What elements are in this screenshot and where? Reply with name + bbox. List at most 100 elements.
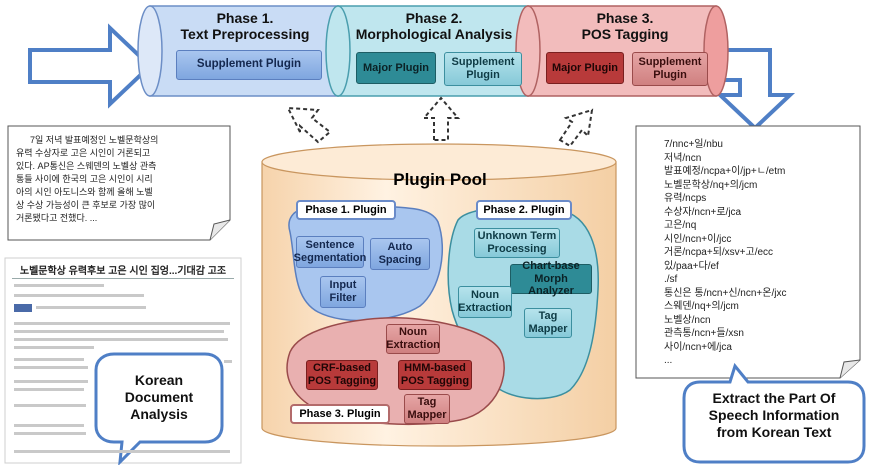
- phase1-title: Phase 1. Text Preprocessing: [160, 10, 330, 42]
- phase1-supplement-label: Supplement Plugin: [196, 58, 302, 71]
- like-button[interactable]: [14, 304, 32, 312]
- korean-document-analysis-callout: Korean Document Analysis: [100, 372, 218, 422]
- chart-base-line2: Morph Analyzer: [528, 272, 574, 298]
- phase1-supplement-plugin[interactable]: Supplement Plugin: [176, 50, 322, 80]
- pos-line: 발표예정/ncpa+이/jp+ㄴ/etm: [664, 166, 786, 177]
- news-text-line: [14, 294, 144, 297]
- pos-line: ...: [664, 355, 673, 366]
- phase3-noun-line1: Noun: [398, 326, 428, 339]
- callout-right-line1: Extract the Part Of: [712, 390, 836, 406]
- callout-left-line1: Korean: [134, 372, 184, 388]
- callout-right-line2: Speech Information: [708, 406, 840, 423]
- news-text-line: [14, 404, 86, 407]
- input-line: 상 수상 가능성이 큰 후보로 가장 많이: [16, 200, 156, 210]
- phase2-major-plugin[interactable]: Major Plugin: [356, 52, 436, 84]
- right-callout: [682, 362, 866, 464]
- hmm-line1: HMM-based: [404, 362, 466, 375]
- pos-line: 7/nnc+일/nbu: [664, 139, 723, 150]
- chart-base-line1: Chart-base: [522, 260, 580, 273]
- phase3-supplement-line2: Plugin: [653, 69, 687, 81]
- phase3-title-line2: POS Tagging: [581, 26, 669, 43]
- news-text-line: [14, 358, 84, 361]
- dashed-arrow-center: [421, 96, 461, 141]
- pos-line: 거론/ncpa+되/xsv+고/ecc: [664, 247, 774, 258]
- auto-spacing-line1: Auto: [387, 241, 413, 254]
- news-text-line: [14, 338, 228, 341]
- phase2-title: Phase 2. Morphological Analysis: [344, 10, 524, 42]
- phase3-noun-line2: Extraction: [386, 339, 440, 351]
- input-line: 통들 사이에 한국의 고은 시인이 시리: [16, 174, 153, 184]
- input-line: 있다. AP통신은 스웨덴의 노벨상 관측: [16, 161, 157, 171]
- phase2-plugin-label: Phase 2. Plugin: [476, 200, 572, 220]
- crf-line2: POS Tagging: [307, 375, 377, 387]
- phase2-noun-line2: Extraction: [458, 302, 512, 314]
- phase2-tag-line1: Tag: [538, 310, 558, 323]
- news-text-line: [14, 380, 88, 383]
- pos-line: 노벨문학상/nq+의/jcm: [664, 179, 758, 191]
- phase3-major-label: Major Plugin: [552, 61, 618, 74]
- pos-line: 통신은 통/ncn+신/ncn+온/jxc: [664, 287, 787, 299]
- pos-line: 수상자/ncn+로/jca: [664, 206, 742, 218]
- callout-left-line3: Analysis: [130, 405, 188, 422]
- phase2-supplement-line2: Plugin: [466, 69, 500, 81]
- crf-line1: CRF-based: [312, 362, 372, 375]
- news-text-line: [14, 424, 84, 427]
- pos-line: 시인/ncn+이/jcc: [664, 233, 732, 245]
- news-text-line: [14, 330, 224, 333]
- phase2-title-line1: Phase 2.: [405, 10, 463, 26]
- phase2-tag-line2: Mapper: [528, 323, 568, 335]
- plugin-pool-title: Plugin Pool: [393, 170, 487, 189]
- callout-left-line2: Document: [124, 388, 194, 405]
- news-text-line: [36, 306, 146, 309]
- pos-line: 사이/ncn+에/jca: [664, 341, 732, 353]
- phase2-supplement-line1: Supplement: [451, 56, 515, 69]
- phase2-noun-line1: Noun: [470, 289, 500, 302]
- input-line: 아의 시인 아도니스와 함께 올해 노벨: [16, 187, 153, 197]
- input-filter-line2: Filter: [329, 292, 357, 304]
- news-text-line: [14, 322, 230, 325]
- pos-line: 스웨덴/nq+의/jcm: [664, 301, 739, 312]
- pos-line: 저녁/ncn: [664, 152, 702, 164]
- dashed-arrow-right: [558, 108, 594, 148]
- news-text-line: [14, 432, 86, 435]
- input-line: 거론됐다고 전했다. ...: [16, 213, 98, 223]
- input-line: 유력 수상자로 고은 시인이 거론되고: [16, 148, 151, 158]
- phase1-title-line2: Text Preprocessing: [180, 26, 310, 43]
- news-divider: [12, 278, 234, 279]
- input-arrow: [28, 23, 153, 109]
- pos-line: 유력/ncps: [664, 193, 707, 204]
- extract-pos-callout: Extract the Part Of Speech Information f…: [688, 390, 860, 440]
- pos-line: 관측통/ncn+들/xsn: [664, 328, 744, 339]
- news-text-line: [14, 388, 84, 391]
- phase1-plugin-label: Phase 1. Plugin: [296, 200, 396, 220]
- left-callout: [94, 352, 224, 465]
- sentence-segmentation-line2: Segmentation: [293, 252, 367, 264]
- phase3-tag-line2: Mapper: [407, 409, 447, 421]
- input-line: 7일 저녁 발표예정인 노벨문학상의: [30, 135, 159, 145]
- phase3-plugin-label: Phase 3. Plugin: [290, 404, 390, 424]
- news-meta: [14, 284, 104, 287]
- unknown-term-line1: Unknown Term: [477, 230, 557, 243]
- phase3-title-line1: Phase 3.: [596, 10, 654, 26]
- phase3-major-plugin[interactable]: Major Plugin: [546, 52, 624, 84]
- phase3-supplement-line1: Supplement: [638, 56, 702, 69]
- news-text-line: [14, 366, 88, 369]
- phase2-major-label: Major Plugin: [363, 61, 429, 74]
- phase3-title: Phase 3. POS Tagging: [540, 10, 710, 42]
- news-text-line: [14, 346, 94, 349]
- news-text-line: [14, 450, 230, 453]
- dashed-arrow-left: [286, 106, 332, 144]
